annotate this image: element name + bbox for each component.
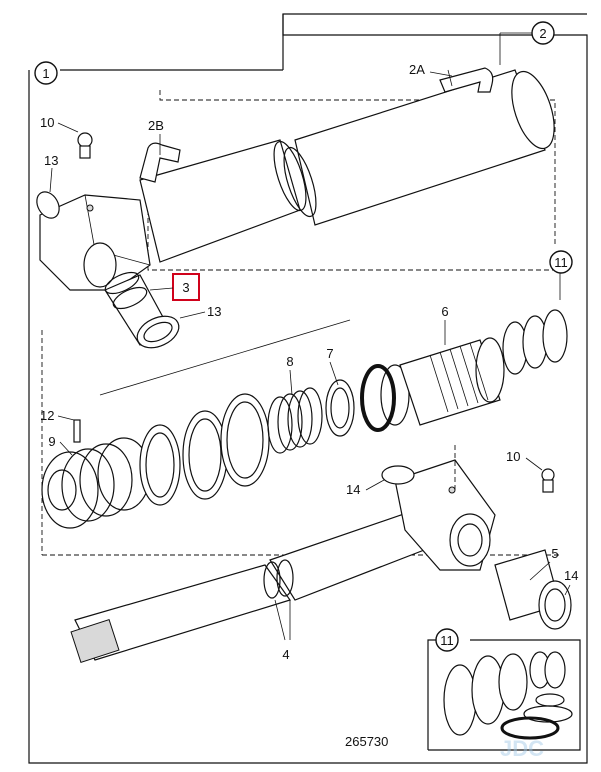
callout-14-bottom-text: 14	[564, 568, 578, 583]
frame	[28, 13, 588, 764]
callout-7-text: 7	[326, 346, 333, 361]
piston-rod	[70, 445, 572, 664]
callout-4-text: 4	[282, 647, 289, 662]
callout-2: 2	[499, 21, 555, 65]
callout-2-text: 2	[539, 26, 546, 41]
callout-14-top-text: 14	[346, 482, 360, 497]
callout-1-text: 1	[42, 66, 49, 81]
callout-3-highlight-box	[172, 273, 200, 301]
callout-2B-text: 2B	[148, 118, 164, 133]
watermark-logo: JDC	[500, 736, 544, 761]
callout-13-top-text: 13	[44, 153, 58, 168]
piston-grooves	[429, 342, 489, 413]
figure-number: 265730	[345, 734, 388, 749]
callout-5-text: 5	[551, 546, 558, 561]
callout-8-text: 8	[286, 354, 293, 369]
callout-10-top-text: 10	[40, 115, 54, 130]
cylinder-barrel	[36, 67, 560, 349]
callout-12-text: 12	[40, 408, 54, 423]
spring-coil	[267, 387, 323, 454]
callout-11-text: 11	[554, 255, 568, 270]
callout-11-inset: 11	[435, 628, 459, 652]
callout-2A-text: 2A	[409, 62, 425, 77]
callout-10-bottom-text: 10	[506, 449, 520, 464]
callout-11: 11	[549, 250, 573, 274]
callout-6-text: 6	[441, 304, 448, 319]
callout-13-bottom-text: 13	[207, 304, 221, 319]
seal-kit-inset	[427, 639, 581, 751]
callout-3-text: 3	[182, 280, 189, 295]
callout-3: 3	[149, 273, 200, 301]
callout-9-text: 9	[48, 434, 55, 449]
callout-1: 1	[34, 61, 58, 85]
callout-11-inset-text: 11	[440, 633, 454, 648]
